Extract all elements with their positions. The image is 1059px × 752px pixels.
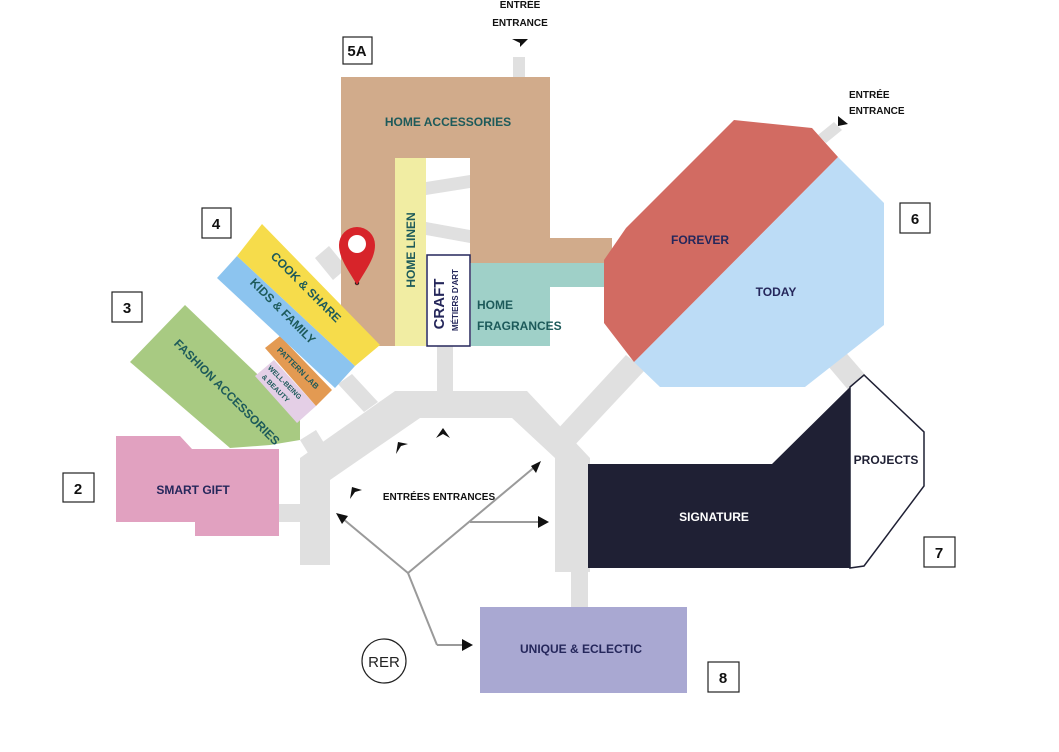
- corridor-to-forever: [555, 355, 645, 448]
- corridor-center-octagon: [300, 391, 590, 572]
- corridor-kids-diag: [338, 374, 378, 412]
- zone-projects[interactable]: [849, 373, 925, 569]
- zone-pattern-lab[interactable]: [265, 336, 332, 406]
- zone-unique-eclectic[interactable]: [480, 607, 687, 693]
- zone-kids-family[interactable]: [217, 256, 355, 388]
- rer-station[interactable]: RER: [361, 638, 407, 684]
- label-craft: CRAFT: [431, 279, 448, 330]
- label-unique-eclectic: UNIQUE & ECLECTIC: [520, 642, 642, 656]
- hall-box-8: [707, 661, 740, 693]
- hall-box-2: [62, 472, 95, 503]
- label-forever: FOREVER: [671, 233, 729, 247]
- corridor-arrows: [350, 428, 450, 499]
- arrow-icon: [350, 487, 362, 499]
- entrances: ENTRÉE ENTRANCE ENTRÉE ENTRANCE ENTRÉES …: [383, 0, 905, 503]
- label-today: TODAY: [756, 285, 797, 299]
- zone-fashion-accessories[interactable]: [130, 305, 300, 448]
- entrance-arrow-top: [512, 39, 528, 47]
- zone-home-accessories[interactable]: [341, 77, 612, 346]
- corridor-smart-gift: [278, 504, 302, 522]
- arrow-icon: [538, 516, 549, 528]
- hall-number-8: 8: [719, 670, 727, 687]
- zone-smart-gift[interactable]: [116, 436, 279, 536]
- corridor-top-right: [818, 122, 842, 143]
- hall-number-2: 2: [74, 481, 82, 498]
- hall-box-5a: [342, 36, 373, 65]
- corridor-in-home-2: [426, 222, 470, 243]
- hall-number-7: 7: [935, 545, 943, 562]
- label-signature: SIGNATURE: [679, 510, 749, 524]
- hall-box-7: [923, 536, 956, 568]
- hall-number-3: 3: [123, 300, 131, 317]
- hall-box-3: [111, 291, 143, 323]
- entrance-arrow-right: [838, 116, 848, 126]
- zone-home-fragrances[interactable]: [471, 263, 612, 346]
- rer-connections: [341, 464, 544, 646]
- zone-forever[interactable]: [604, 120, 838, 362]
- label-smart-gift: SMART GIFT: [156, 483, 230, 497]
- hall-box-4: [201, 207, 232, 239]
- label-metiers-dart: MÉTIERS D'ART: [451, 269, 460, 331]
- corridor-to-unique: [571, 565, 588, 607]
- zone-home-linen[interactable]: [395, 158, 426, 346]
- label-home-accessories: HOME ACCESSORIES: [385, 115, 511, 129]
- corridor-home-center: [437, 340, 453, 392]
- arrow-icon: [436, 428, 450, 438]
- hall-number-5a: 5A: [347, 43, 366, 60]
- corridor-cook-top: [315, 246, 347, 280]
- corridor-top-entrance: [513, 57, 525, 79]
- zone-signature[interactable]: [588, 387, 850, 568]
- hall-box-6: [899, 202, 931, 234]
- hall-numbers: 5A 4 3 2 6 7 8: [62, 36, 956, 693]
- label-home-fragrances-1: HOME: [477, 298, 513, 312]
- entrance-top-line2: ENTRANCE: [492, 18, 548, 29]
- location-pin-icon: [339, 227, 375, 286]
- arrow-icon: [531, 461, 541, 473]
- arrow-icon: [462, 639, 473, 651]
- zone-cook-share[interactable]: [237, 224, 380, 366]
- arrow-icon: [396, 442, 408, 454]
- entrance-center-label: ENTRÉES ENTRANCES: [383, 490, 496, 503]
- hall-number-4: 4: [212, 216, 221, 233]
- zone-today[interactable]: [634, 157, 884, 387]
- entrance-top-line1: ENTRÉE: [500, 0, 541, 11]
- rer-label: RER: [368, 654, 400, 671]
- label-projects: PROJECTS: [854, 453, 919, 467]
- rer-arrowheads: [336, 461, 549, 651]
- label-home-linen: HOME LINEN: [404, 212, 418, 287]
- corridor-in-home-1: [426, 175, 470, 195]
- zone-well-being[interactable]: [255, 360, 316, 423]
- entrance-right-line2: ENTRANCE: [849, 106, 905, 117]
- corridor-fashion-diag: [300, 430, 332, 466]
- zone-craft[interactable]: [426, 254, 471, 347]
- rer-circle: [361, 638, 407, 684]
- arrow-icon: [336, 513, 348, 524]
- entrance-right-line1: ENTRÉE: [849, 88, 890, 101]
- hall-number-6: 6: [911, 211, 919, 228]
- label-home-fragrances-2: FRAGRANCES: [477, 319, 562, 333]
